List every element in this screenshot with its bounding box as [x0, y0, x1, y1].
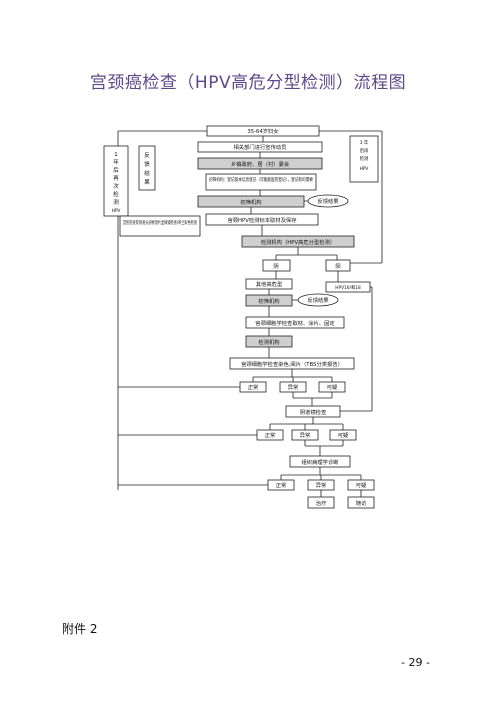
side-3yr-line-3: 检测 [360, 155, 369, 162]
node-histology-label: 组织病理学诊断 [301, 458, 339, 466]
node-colpo-note-label: 宫腔检查及阴道分泌物湿片显微镜检查/革兰染色检查 [123, 219, 198, 226]
side-1yr-char-4: 次 [113, 182, 119, 190]
side-feedback-char-0: 反 [144, 151, 150, 159]
side-1yr-char-5: 检 [113, 190, 119, 198]
side-box-1-year-retest [103, 145, 129, 217]
node-r2-normal-label: 正常 [265, 431, 276, 439]
node-start-label: 35-64岁妇女 [247, 127, 278, 135]
side-feedback-char-3: 果 [144, 179, 150, 186]
node-negative-label: 阴 [273, 262, 278, 270]
side-1yr-char-7: HPV [112, 208, 121, 214]
node-r2-abnormal-label: 异常 [300, 431, 311, 439]
node-positive-label: 阳 [335, 262, 340, 270]
side-3yr-line-1: 3 年 [360, 139, 369, 146]
node-feedback-1-label: 反馈结果 [317, 197, 339, 205]
side-box-3-year-retest [349, 135, 379, 183]
side-1yr-char-0: 1 [114, 152, 118, 158]
side-feedback-char-1: 馈 [144, 160, 150, 168]
side-1yr-char-2: 后 [113, 166, 119, 174]
node-screen-org-2-label: 初筛机构 [258, 297, 279, 305]
node-negative [262, 259, 291, 272]
node-register [205, 173, 317, 191]
node-followup-label: 随访 [356, 499, 367, 507]
node-r1-suspicious-label: 可疑 [327, 383, 338, 391]
node-colpo-note [119, 215, 201, 237]
side-3yr-line-2: 后再 [360, 147, 369, 154]
attachment-label: 附件 2 [62, 622, 98, 636]
side-1yr-char-6: 测 [113, 198, 119, 206]
side-1yr-char-1: 年 [113, 158, 119, 166]
node-cyto-sample [245, 316, 345, 329]
node-sample-label: 宫颈HPV检测标本取材及保存 [227, 216, 297, 224]
node-test-org-label: 检测机构（HPV高危分型检测） [261, 238, 335, 246]
node-r3-abnormal-label: 异常 [316, 481, 327, 489]
node-r3-normal-label: 正常 [276, 481, 287, 489]
node-mobilize-label: 相关部门进行宣传动员 [234, 143, 287, 151]
node-screen-org-label: 初筛机构 [240, 198, 261, 206]
node-hpv1618-label: HPV16/和18 [335, 284, 361, 291]
side-box-feedback [138, 145, 156, 191]
node-cyto-sample-label: 宫颈细胞学检查取材、涂片、固定 [255, 319, 335, 327]
node-feedback-2-label: 反馈结果 [307, 296, 329, 304]
node-r3-suspicious-label: 可疑 [356, 481, 367, 489]
page-title: 宫颈癌检查（HPV高危分型检测）流程图 [89, 73, 407, 93]
node-cyto-report-label: 宫颈细胞学检查染色,阅片（TBS分类报告） [241, 360, 343, 368]
node-r1-normal-label: 正常 [248, 383, 259, 391]
node-r2-suspicious-label: 可疑 [338, 431, 349, 439]
node-town-label: 乡镇政府、居（村）委会 [231, 160, 290, 168]
node-r1-abnormal-label: 异常 [288, 383, 299, 391]
node-colposcopy-label: 阴道镜检查 [300, 408, 327, 416]
node-treatment [307, 496, 335, 509]
side-1yr-char-3: 再 [113, 175, 119, 182]
side-3yr-line-4: HPV [360, 166, 369, 172]
page-number: - 29 - [401, 656, 430, 669]
node-test-org-2-label: 检测机构 [258, 338, 279, 346]
side-feedback-char-2: 结 [144, 169, 150, 177]
node-register-label: 初筛机构：登记基本信息登记（可能能医院登记），登记新的需要 [209, 176, 314, 183]
node-other-types-label: 其他高危型 [256, 280, 283, 288]
node-treatment-label: 治疗 [316, 499, 327, 507]
node-followup [347, 496, 375, 509]
